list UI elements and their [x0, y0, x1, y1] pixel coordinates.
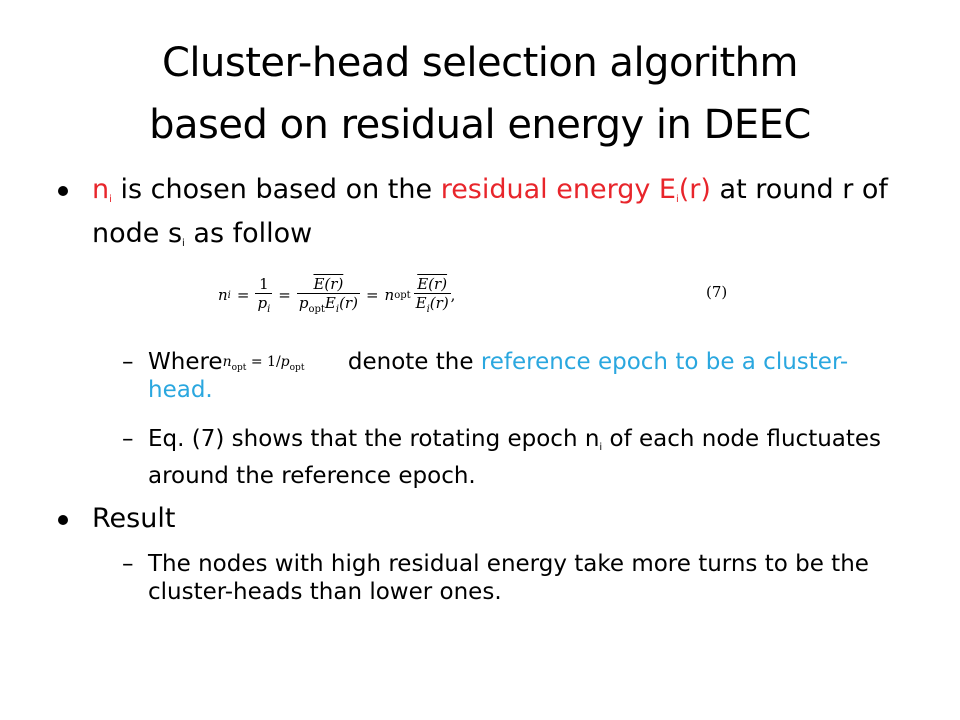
- inline-eq-text: = 1/: [246, 354, 281, 370]
- eq-f3-den-b-sub: i: [426, 304, 430, 315]
- eq-fraction-3: E(r) Ei(r): [413, 275, 451, 315]
- residual-energy-highlight: residual energy E: [440, 174, 676, 205]
- eq-comma: ,: [450, 286, 456, 304]
- eq-mid: n: [384, 286, 395, 304]
- n-subscript: i: [599, 442, 603, 453]
- eq-lhs: n: [218, 286, 228, 304]
- sub-dash: –: [122, 551, 134, 577]
- inline-p: p: [280, 354, 290, 370]
- eq-f2-den-b-sub: i: [335, 304, 340, 315]
- sub-dash: –: [122, 349, 134, 375]
- eq-f1-den: p: [257, 294, 268, 312]
- eq-f2-den-b: E: [324, 294, 336, 312]
- residual-energy-subscript: i: [675, 194, 679, 205]
- eq-fraction-1: 1 pi: [255, 275, 273, 315]
- eq-f1-num: 1: [255, 275, 273, 294]
- eq-f3-den-b: E: [415, 294, 427, 312]
- eq-f2-num: E(r): [313, 275, 344, 293]
- bullet-dot: [58, 186, 68, 196]
- bullet-1-part-2: at round r of node s: [92, 174, 888, 249]
- sub-bullet-1-text: Where nopt = 1/popt denote the reference…: [148, 348, 888, 404]
- eq-sign-2: =: [278, 286, 291, 304]
- bullet-1-part-3: as follow: [184, 218, 313, 249]
- eq-f3-den-c: (r): [429, 294, 449, 312]
- n-subscript: i: [109, 194, 112, 205]
- eq-f2-den-a: p: [298, 294, 309, 312]
- eq-mid-sub: opt: [394, 289, 411, 301]
- equation-number: (7): [706, 283, 728, 301]
- inline-equation: nopt = 1/popt: [222, 348, 341, 373]
- s-subscript: i: [182, 238, 185, 249]
- eq-f2-den-a-sub: opt: [308, 304, 325, 315]
- eq-lhs-sub: i: [227, 289, 231, 301]
- sub-bullet-3-text: The nodes with high residual energy take…: [148, 551, 869, 605]
- eq-f1-den-sub: i: [267, 304, 271, 315]
- title-line-1: Cluster-head selection algorithm: [162, 40, 798, 86]
- where-label: Where: [148, 349, 223, 375]
- bullet-1-part-1: is chosen based on the: [111, 174, 441, 205]
- eq-sign-3: =: [365, 286, 379, 304]
- eq-f2-den-c: (r): [339, 294, 358, 312]
- inline-n: n: [222, 354, 232, 370]
- sub-bullet-2-part-2: of each node fluctuates around the refer…: [148, 426, 882, 489]
- eq-sign-1: =: [236, 286, 250, 304]
- bullet-dot: [58, 515, 68, 525]
- sub-bullet-2-text: Eq. (7) shows that the rotating epoch ni…: [148, 425, 888, 490]
- result-label: Result: [92, 503, 176, 534]
- sub-bullet-2-part-1: Eq. (7) shows that the rotating epoch n: [148, 426, 600, 452]
- eq-fraction-2: E(r) poptEi(r): [296, 275, 360, 315]
- inline-p-sub: opt: [289, 362, 305, 373]
- reference-epoch-highlight: reference epoch to be a cluster-head.: [148, 349, 849, 403]
- n-symbol: n: [92, 174, 110, 205]
- residual-energy-round: (r): [678, 174, 711, 205]
- bullet-1-text: ni is chosen based on the residual energ…: [92, 173, 902, 261]
- eq-f3-num: E(r): [417, 275, 448, 293]
- title-line-2: based on residual energy in DEEC: [149, 102, 811, 148]
- inline-n-sub: opt: [231, 362, 247, 373]
- slide-title: Cluster-head selection algorithm based o…: [60, 32, 900, 156]
- sub-dash: –: [122, 426, 134, 452]
- sub-bullet-1-part-1: denote the: [340, 349, 481, 375]
